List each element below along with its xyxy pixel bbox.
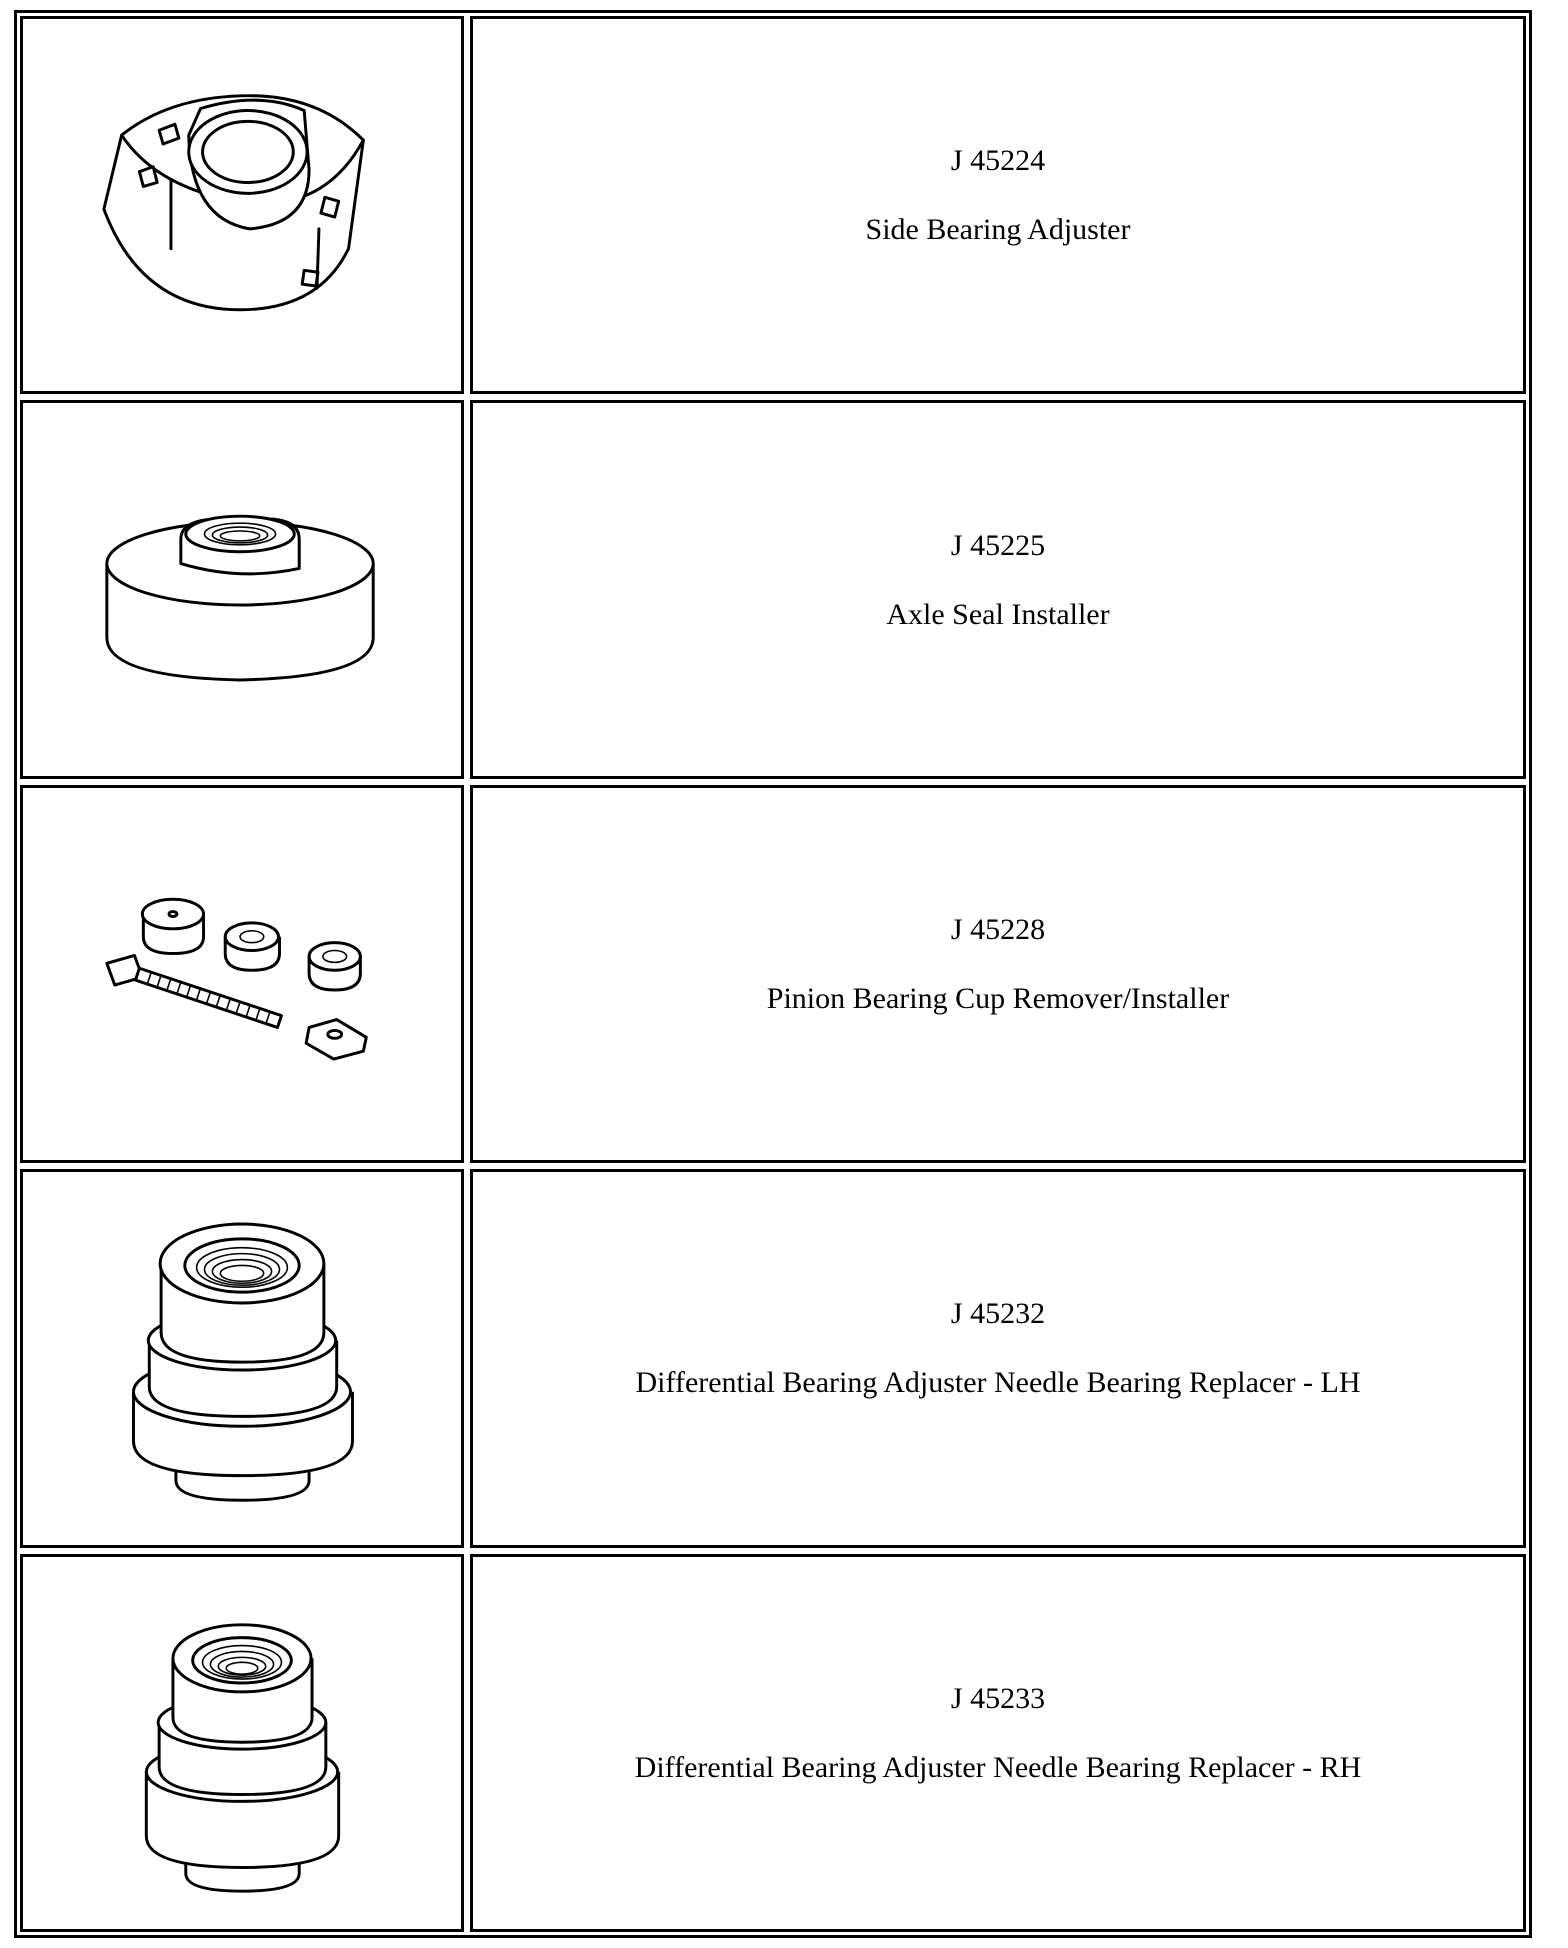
tool-info-cell: J 45224 Side Bearing Adjuster bbox=[470, 16, 1526, 395]
tool-image-cell bbox=[20, 784, 464, 1164]
tool-image-cell bbox=[20, 400, 464, 779]
tool-number: J 45233 bbox=[950, 1681, 1046, 1715]
tool-info-cell: J 45233 Differential Bearing Adjuster Ne… bbox=[470, 1553, 1526, 1932]
tool-description: Differential Bearing Adjuster Needle Bea… bbox=[635, 1366, 1361, 1400]
tool-info-cell: J 45225 Axle Seal Installer bbox=[470, 400, 1526, 779]
tool-image-cell bbox=[20, 1169, 464, 1548]
tool-description: Side Bearing Adjuster bbox=[865, 213, 1131, 247]
side-bearing-adjuster-icon bbox=[102, 94, 365, 312]
tool-info-cell: J 45228 Pinion Bearing Cup Remover/Insta… bbox=[470, 784, 1526, 1164]
pinion-bearing-cup-tool-icon bbox=[105, 897, 368, 1061]
tool-description: Axle Seal Installer bbox=[886, 597, 1110, 631]
tool-image-cell bbox=[20, 1553, 464, 1932]
tool-number: J 45225 bbox=[950, 528, 1046, 562]
special-tools-table: J 45224 Side Bearing Adjuster J 45225 Ax… bbox=[14, 10, 1532, 1938]
tool-description: Pinion Bearing Cup Remover/Installer bbox=[766, 981, 1230, 1015]
needle-bearing-replacer-rh-icon bbox=[144, 1622, 341, 1893]
tool-info-cell: J 45232 Differential Bearing Adjuster Ne… bbox=[470, 1169, 1526, 1548]
axle-seal-installer-icon bbox=[105, 515, 375, 682]
tool-number: J 45228 bbox=[950, 912, 1046, 946]
tool-image-cell bbox=[20, 16, 464, 395]
tool-description: Differential Bearing Adjuster Needle Bea… bbox=[634, 1750, 1362, 1784]
tool-number: J 45232 bbox=[950, 1297, 1046, 1331]
needle-bearing-replacer-lh-icon bbox=[132, 1222, 354, 1502]
tool-number: J 45224 bbox=[950, 144, 1046, 178]
